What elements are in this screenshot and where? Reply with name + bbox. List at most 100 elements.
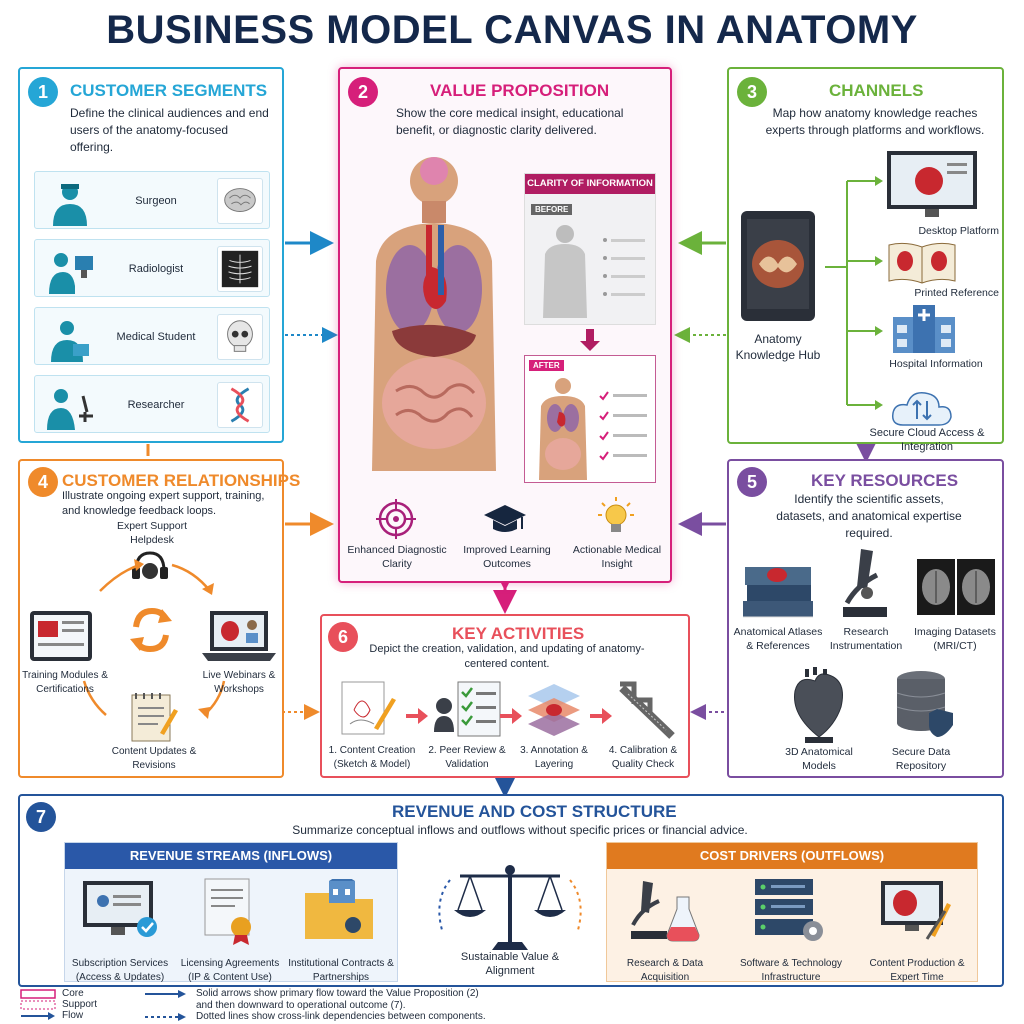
checklist-icon xyxy=(434,681,501,737)
segment-label: Surgeon xyxy=(135,195,177,207)
benefit-label: Enhanced Diagnostic Clarity xyxy=(347,544,447,570)
legend-flow-swatch xyxy=(21,1012,55,1020)
hospital-icon xyxy=(893,305,955,353)
legend-support: Support xyxy=(62,999,98,1010)
xray-icon xyxy=(217,246,263,292)
relationship-label: Live Webinars & Workshops xyxy=(202,670,276,695)
tablet-icon xyxy=(30,611,92,661)
panel-number: 7 xyxy=(26,802,56,832)
radiologist-figure-icon xyxy=(49,253,93,294)
activity-label: 1. Content Creation (Sketch & Model) xyxy=(328,745,416,770)
activity-label: 3. Annotation & Layering xyxy=(520,745,588,770)
sketch-icon xyxy=(341,681,396,735)
legend-dotted-arrow xyxy=(145,1013,186,1021)
panel-number: 6 xyxy=(328,622,358,652)
clarity-card: CLARITY OF INFORMATION BEFORE xyxy=(524,173,656,325)
panel-title: REVENUE AND COST STRUCTURE xyxy=(392,802,677,821)
layers-icon xyxy=(528,684,580,736)
segment-label: Researcher xyxy=(127,399,185,411)
outflows-title: COST DRIVERS (OUTFLOWS) xyxy=(607,843,977,869)
outflow-label: Content Production & Expert Time xyxy=(869,958,965,983)
skull-icon xyxy=(217,314,263,360)
benefit-label: Improved Learning Outcomes xyxy=(463,544,551,570)
panel-number: 1 xyxy=(28,77,58,107)
lightbulb-icon xyxy=(598,497,634,532)
monitor-icon xyxy=(887,151,977,217)
inflow-label: Institutional Contracts & Partnerships xyxy=(288,958,394,983)
panel-number: 5 xyxy=(737,467,767,497)
before-tag: BEFORE xyxy=(531,204,573,215)
benefit-label: Actionable Medical Insight xyxy=(572,544,662,570)
folder-icon xyxy=(305,879,373,939)
panel-title: KEY ACTIVITIES xyxy=(452,624,585,643)
monitor-check-icon xyxy=(83,881,157,937)
channel-label: Secure Cloud Access & Integration xyxy=(869,427,985,453)
customer-relationships-panel: 4 CUSTOMER RELATIONSHIPS Illustrate ongo… xyxy=(18,459,300,778)
database-icon xyxy=(896,671,953,737)
panel-title: CUSTOMER RELATIONSHIPS xyxy=(62,471,301,490)
segment-surgeon[interactable]: Surgeon xyxy=(34,171,270,229)
inflows-title: REVENUE STREAMS (INFLOWS) xyxy=(65,843,397,869)
panel-number: 4 xyxy=(28,467,58,497)
value-proposition-panel: 2 VALUE PROPOSITION Show the core medica… xyxy=(338,67,672,583)
notepad-icon xyxy=(131,693,178,742)
panel-title: KEY RESOURCES xyxy=(811,471,959,490)
channel-label: Hospital Information xyxy=(889,358,983,370)
legend-core: Core xyxy=(62,988,84,999)
segment-medical-student[interactable]: Medical Student xyxy=(34,307,270,365)
outflow-label: Software & Technology Infrastructure xyxy=(739,958,843,983)
panel-description: Define the clinical audiences and end us… xyxy=(70,106,269,154)
refresh-cycle-icon xyxy=(130,607,172,653)
after-tag: AFTER xyxy=(529,360,564,371)
inflow-label: Subscription Services (Access & Updates) xyxy=(71,958,169,983)
panel-title: VALUE PROPOSITION xyxy=(430,81,610,100)
segment-label: Medical Student xyxy=(116,331,196,343)
laptop-icon xyxy=(202,611,276,661)
resource-label: 3D Anatomical Models xyxy=(785,746,853,772)
relationship-label: Training Modules & Certifications xyxy=(22,670,108,695)
surgeon-figure-icon xyxy=(53,184,87,226)
panel-description: Show the core medical insight, education… xyxy=(396,106,624,137)
legend-dotted-text: Dotted lines show cross-link dependencie… xyxy=(196,1011,486,1022)
key-resources-panel: 5 KEY RESOURCES Identify the scientific … xyxy=(727,459,1004,778)
segment-radiologist[interactable]: Radiologist xyxy=(34,239,270,297)
hub-label: Anatomy Knowledge Hub xyxy=(735,332,821,362)
channels-panel: 3 CHANNELS Map how anatomy knowledge rea… xyxy=(727,67,1004,453)
legend-solid-arrow xyxy=(145,990,186,998)
certificate-icon xyxy=(204,878,251,945)
microscope-icon xyxy=(843,549,887,617)
clarity-title: CLARITY OF INFORMATION xyxy=(525,174,655,194)
legend: Core Support Flow Solid arrows show prim… xyxy=(18,988,1004,1022)
panel-description: Illustrate ongoing expert support, train… xyxy=(62,490,265,517)
book-icon xyxy=(888,242,956,284)
balance-scale-icon xyxy=(438,865,582,950)
tablet-hub-icon xyxy=(741,211,815,321)
revenue-cost-panel: 7 REVENUE AND COST STRUCTURE Summarize c… xyxy=(18,794,1004,987)
key-activities-panel: 6 KEY ACTIVITIES Depict the creation, va… xyxy=(320,614,690,778)
activity-label: 2. Peer Review & Validation xyxy=(428,745,506,770)
resource-label: Anatomical Atlases & References xyxy=(733,626,823,652)
panel-number: 2 xyxy=(348,77,378,107)
detailed-body-figure xyxy=(539,378,587,480)
customer-segments-panel: 1 CUSTOMER SEGMENTS Define the clinical … xyxy=(18,67,284,443)
faded-body-figure xyxy=(543,225,587,318)
researcher-figure-icon xyxy=(47,389,93,430)
segment-label: Radiologist xyxy=(128,263,184,275)
resource-label: Secure Data Repository xyxy=(891,746,951,772)
resource-label: Imaging Datasets (MRI/CT) xyxy=(914,626,996,652)
panel-description: Map how anatomy knowledge reaches expert… xyxy=(765,106,985,137)
segment-researcher[interactable]: Researcher xyxy=(34,375,270,433)
panel-title: CHANNELS xyxy=(829,81,924,100)
legend-solid-text: Solid arrows show primary flow toward th… xyxy=(196,988,479,1011)
faded-lines xyxy=(603,238,645,296)
books-icon xyxy=(743,567,813,618)
panel-number: 3 xyxy=(737,77,767,107)
checklist-lines xyxy=(599,391,647,461)
server-icon xyxy=(755,879,823,941)
inflows-box: REVENUE STREAMS (INFLOWS) Subscription S… xyxy=(64,842,398,983)
microscope-flask-icon xyxy=(631,881,700,942)
page-title: BUSINESS MODEL CANVAS IN ANATOMY xyxy=(106,8,918,52)
relationship-label: Content Updates & Revisions xyxy=(111,746,197,771)
graduation-cap-icon xyxy=(484,505,526,532)
channel-label: Desktop Platform xyxy=(918,225,999,237)
